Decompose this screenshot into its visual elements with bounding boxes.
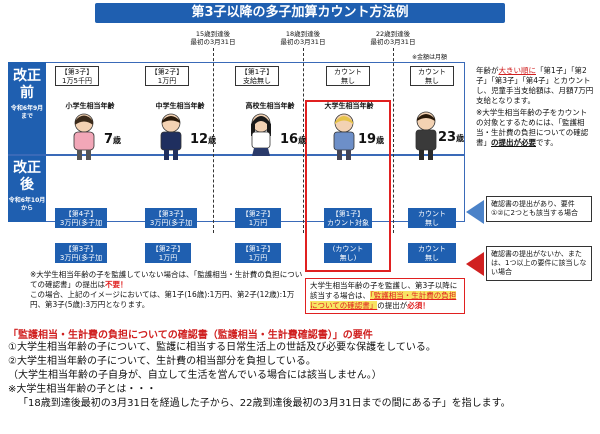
milestone-18: 18歳到達後 最初の3月31日 [280, 30, 326, 46]
alt-box-1: 【第3子】3万円(多子加算) [55, 243, 107, 271]
milestone-22: 22歳到達後 最初の3月31日 [370, 30, 416, 46]
note-required: 大学生相当年齢の子を監護し、第3子以降に該当する場合は、「監護相当・生計費の負担… [305, 278, 465, 314]
after-label: 改正後 令和6年10月から [8, 156, 46, 222]
before-label: 改正前 令和6年9月まで [8, 62, 46, 154]
after-box-2: 【第3子】3万円(多子加算) [145, 208, 197, 236]
university-highlight [305, 100, 391, 272]
child-figure-1 [73, 113, 95, 160]
requirements-heading: 「監護相当・生計費の負担についての確認書（監護相当・生計費確認書）」の要件 [8, 330, 373, 341]
child-stage-4: 大学生相当年齢 [324, 102, 374, 110]
child-age-2: 12歳 [190, 132, 217, 147]
note-not-supported: ※大学生相当年齢の子を監護していない場合は、「監護相当・生計費の負担についての確… [30, 270, 303, 309]
child-stage-3: 高校生相当年齢 [245, 102, 295, 110]
before-box-2: 【第2子】1万円 [145, 66, 189, 86]
child-figure-3 [251, 113, 271, 156]
alt-box-5: カウント無し [408, 243, 456, 263]
before-box-5: カウント無し [410, 66, 454, 86]
child-age-1: 7歳 [104, 132, 122, 147]
child-age-3: 16歳 [280, 132, 307, 147]
bubble-ng: 確認書の提出がないか、または、1つ以上の要件に該当しない場合 [486, 246, 592, 281]
definition-text: 「18歳到達後最初の3月31日を経過した子から、22歳到達後最初の3月31日まで… [18, 398, 511, 409]
adult-figure-5 [415, 111, 437, 160]
before-box-4: カウント無し [326, 66, 370, 86]
alt-box-2: 【第2子】1万円 [145, 243, 191, 263]
child-figure-4 [333, 113, 355, 160]
page-title: 第3子以降の多子加算カウント方法例 [95, 3, 505, 23]
bubble-ok: 確認書の提出があり、要件①②に2つとも該当する場合 [486, 196, 592, 222]
after-box-4: 【第1子】カウント対象 [324, 208, 372, 228]
amount-note: ※金額は月額 [412, 54, 448, 61]
after-box-5: カウント無し [408, 208, 456, 228]
milestone-15: 15歳到達後 最初の3月31日 [190, 30, 236, 46]
requirements-section: 「監護相当・生計費の負担についての確認書（監護相当・生計費確認書）」の要件 ①大… [8, 326, 596, 411]
child-stage-1: 小学生相当年齢 [65, 102, 115, 110]
requirement-2: ②大学生相当年齢の子について、生計費の相当部分を負担している。 [8, 356, 316, 367]
after-box-1: 【第4子】3万円(多子加算) [55, 208, 107, 236]
definition-heading: ※大学生相当年齢の子とは・・・ [8, 384, 157, 395]
child-age-4: 19歳 [358, 132, 385, 147]
arrow-ok [466, 200, 484, 224]
before-box-3: 【第1子】支給無し [235, 66, 279, 86]
requirement-2-note: （大学生相当年齢の子自身が、自立して生活を営んでいる場合には該当しません。） [8, 370, 382, 381]
child-age-5: 23歳 [438, 130, 465, 145]
arrow-ng [466, 252, 484, 276]
divider-22 [393, 48, 394, 233]
requirement-1: ①大学生相当年齢の子について、監護に相当する日常生活上の世話及び必要な保護をして… [8, 342, 436, 353]
before-box-1: 【第3子】1万5千円 [55, 66, 99, 86]
side-note: 年齢が大きい順に「第1子」「第2子」「第3子」「第4子」とカウントし、児童手当支… [476, 66, 594, 147]
divider-15 [213, 48, 214, 233]
alt-box-3: 【第1子】1万円 [235, 243, 281, 263]
child-stage-2: 中学生相当年齢 [155, 102, 205, 110]
alt-box-4: (カウント無し) [324, 243, 372, 263]
divider-18 [303, 48, 304, 233]
section-divider [8, 154, 465, 156]
child-figure-2 [160, 113, 182, 160]
after-box-3: 【第2子】1万円 [235, 208, 281, 228]
